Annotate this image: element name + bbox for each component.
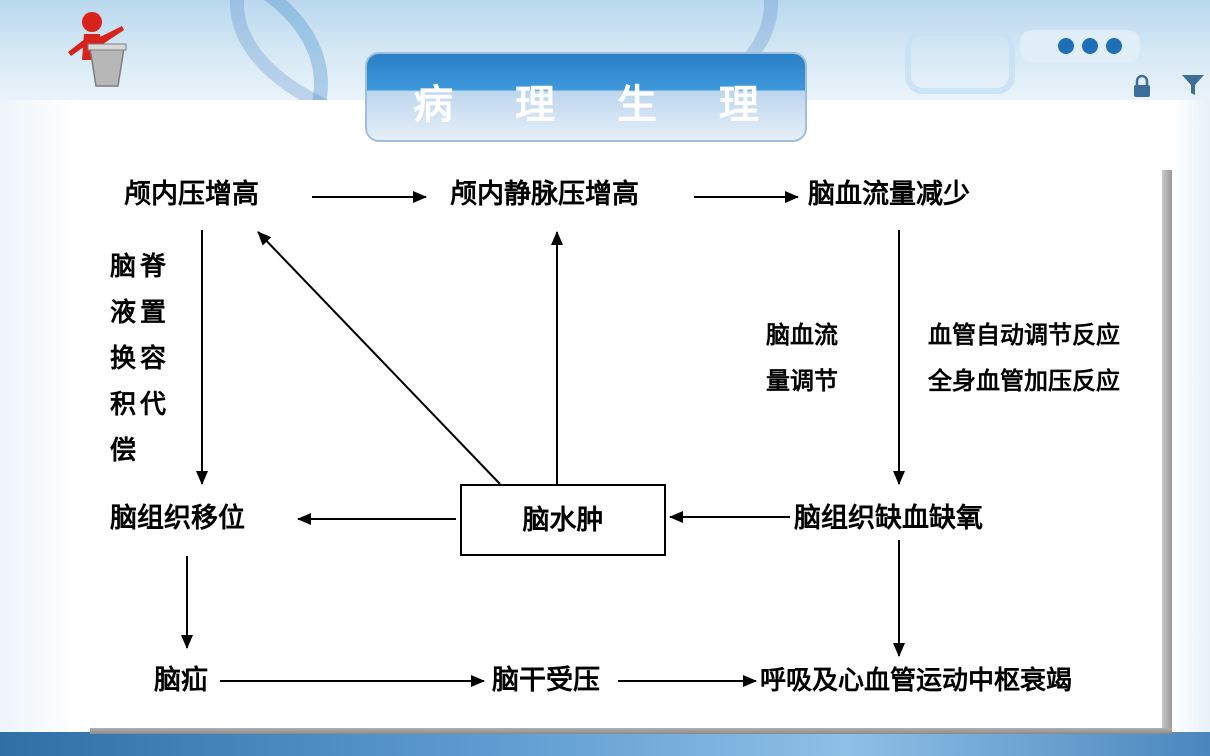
funnel-icon (1182, 75, 1204, 95)
node-brainstem-compression: 脑干受压 (492, 665, 600, 696)
right-decoration (1172, 100, 1210, 732)
csf-compensation-line: 脑脊 (110, 252, 171, 282)
cbf-regulation-line: 量调节 (766, 366, 838, 395)
node-edema: 脑水肿 (522, 505, 604, 536)
presenter-figure-icon (68, 12, 127, 87)
dot-icon (1058, 38, 1074, 54)
node-tissue-shift: 脑组织移位 (110, 503, 245, 534)
regulation-reactions-label: 血管自动调节反应 全身血管加压反应 (928, 312, 1120, 404)
csf-compensation-line: 液置 (110, 298, 171, 328)
csf-compensation-label: 脑脊 液置 换容 积代 偿 (110, 244, 176, 474)
panel-shadow (90, 728, 1172, 734)
csf-compensation-line: 积代 (110, 390, 171, 420)
cbf-regulation-label: 脑血流 量调节 (766, 312, 838, 404)
window-dots-icon (1020, 30, 1140, 62)
decorative-hexagon (905, 30, 1015, 94)
dot-icon (1106, 38, 1122, 54)
node-ischemia-hypoxia: 脑组织缺血缺氧 (794, 503, 983, 534)
panel-shadow (1162, 170, 1172, 730)
dot-icon (1082, 38, 1098, 54)
node-venous-pressure-high: 颅内静脉压增高 (450, 179, 639, 210)
node-icp-high: 颅内压增高 (124, 179, 259, 210)
csf-compensation-line: 偿 (110, 436, 141, 466)
diagram-panel (78, 158, 1172, 732)
title-banner: 病 理 生 理 (365, 52, 807, 142)
regulation-reaction-line: 血管自动调节反应 (928, 320, 1120, 349)
node-cbf-decrease: 脑血流量减少 (808, 179, 970, 210)
node-edema-box: 脑水肿 (460, 484, 666, 556)
left-decoration (0, 100, 78, 732)
node-herniation: 脑疝 (154, 665, 208, 696)
footer-band (0, 732, 1210, 756)
csf-compensation-line: 换容 (110, 344, 171, 374)
cbf-regulation-line: 脑血流 (766, 320, 838, 349)
page-title: 病 理 生 理 (413, 82, 783, 128)
arrow-edema-to-icp (257, 231, 501, 485)
regulation-reaction-line: 全身血管加压反应 (928, 366, 1120, 395)
node-center-failure: 呼吸及心血管运动中枢衰竭 (760, 666, 1073, 696)
lock-icon (1134, 74, 1150, 97)
